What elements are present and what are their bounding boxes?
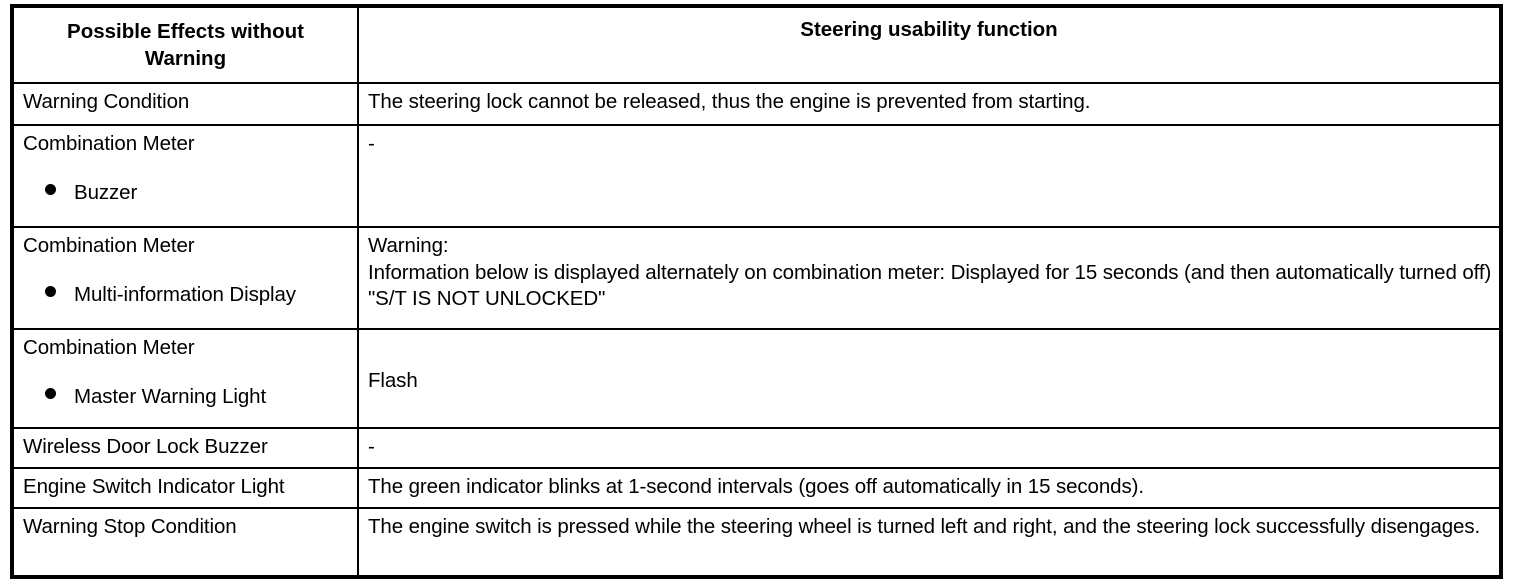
- header-effects-line2: Warning: [144, 47, 227, 71]
- bullet-item-multi-information-display: Multi-information Display: [45, 282, 350, 309]
- row-value-cell-buzzer: -: [357, 124, 1502, 229]
- row-value-wireless-buzzer: -: [368, 435, 375, 459]
- row-label-cell-engine-switch: Engine Switch Indicator Light: [11, 467, 359, 510]
- row-value-engine-switch: The green indicator blinks at 1-second i…: [368, 475, 1144, 499]
- table-row: Combination Meter Master Warning Light F…: [11, 328, 1502, 430]
- row-value-mid-line2: Information below is displayed alternate…: [368, 260, 1492, 311]
- row-value-warning-condition: The steering lock cannot be released, th…: [368, 90, 1091, 114]
- table-row: Combination Meter Multi-information Disp…: [11, 226, 1502, 331]
- row-label-group-buzzer: Combination Meter Buzzer: [14, 126, 357, 211]
- bullet-dot-icon: [45, 285, 56, 297]
- steering-usability-table: Possible Effects without Warning Steerin…: [10, 4, 1503, 580]
- table-row: Wireless Door Lock Buzzer -: [11, 427, 1502, 470]
- table-header-row: Possible Effects without Warning Steerin…: [11, 4, 1502, 85]
- row-value-mid: Warning: Information below is displayed …: [359, 228, 1499, 318]
- bullet-dot-icon: [45, 387, 56, 399]
- row-label-cell-mid: Combination Meter Multi-information Disp…: [11, 226, 359, 331]
- bullet-item-buzzer: Buzzer: [45, 180, 350, 207]
- row-label-cell-warning-condition: Warning Condition: [11, 82, 359, 127]
- table-row: Combination Meter Buzzer -: [11, 124, 1502, 229]
- row-label-warning-stop-condition: Warning Stop Condition: [23, 515, 237, 539]
- row-value-mid-line1: Warning:: [368, 234, 449, 258]
- row-label-combination-meter: Combination Meter: [23, 336, 195, 360]
- row-value-warning-stop: The engine switch is pressed while the s…: [368, 515, 1481, 539]
- row-label-group-mid: Combination Meter Multi-information Disp…: [14, 228, 357, 313]
- row-value-cell-warning-condition: The steering lock cannot be released, th…: [357, 82, 1502, 127]
- row-value-cell-warning-stop: The engine switch is pressed while the s…: [357, 507, 1502, 579]
- row-label-combination-meter: Combination Meter: [23, 132, 195, 156]
- row-value-cell-master-warning: Flash: [357, 328, 1502, 430]
- row-label-warning-condition: Warning Condition: [23, 90, 190, 114]
- row-label-engine-switch-indicator-light: Engine Switch Indicator Light: [23, 475, 285, 499]
- row-label-cell-warning-stop: Warning Stop Condition: [11, 507, 359, 579]
- bullet-label-multi-information-display: Multi-information Display: [74, 282, 296, 306]
- header-label-function: Steering usability function: [800, 18, 1058, 41]
- header-cell-function: Steering usability function: [357, 4, 1502, 85]
- bullet-label-buzzer: Buzzer: [74, 180, 138, 204]
- row-value-buzzer: -: [368, 132, 375, 156]
- row-value-master-warning: Flash: [368, 369, 418, 393]
- row-label-wireless-door-lock-buzzer: Wireless Door Lock Buzzer: [23, 435, 268, 459]
- bullet-label-master-warning-light: Master Warning Light: [74, 384, 267, 408]
- row-label-combination-meter: Combination Meter: [23, 234, 195, 258]
- table-row: Warning Condition The steering lock cann…: [11, 82, 1502, 127]
- row-value-cell-wireless-buzzer: -: [357, 427, 1502, 470]
- header-effects-line1: Possible Effects without: [67, 20, 304, 43]
- row-value-cell-engine-switch: The green indicator blinks at 1-second i…: [357, 467, 1502, 510]
- table-row: Engine Switch Indicator Light The green …: [11, 467, 1502, 510]
- row-label-cell-master-warning: Combination Meter Master Warning Light: [11, 328, 359, 430]
- row-label-cell-wireless-buzzer: Wireless Door Lock Buzzer: [11, 427, 359, 470]
- row-label-group-master-warning: Combination Meter Master Warning Light: [14, 330, 357, 415]
- header-label-effects: Possible Effects without Warning: [14, 8, 357, 82]
- spec-table-container: Possible Effects without Warning Steerin…: [10, 4, 1503, 580]
- table-row: Warning Stop Condition The engine switch…: [11, 507, 1502, 579]
- bullet-dot-icon: [45, 183, 56, 195]
- row-label-cell-buzzer: Combination Meter Buzzer: [11, 124, 359, 229]
- header-cell-effects: Possible Effects without Warning: [11, 4, 359, 85]
- row-value-cell-mid: Warning: Information below is displayed …: [357, 226, 1502, 331]
- bullet-item-master-warning-light: Master Warning Light: [45, 384, 350, 411]
